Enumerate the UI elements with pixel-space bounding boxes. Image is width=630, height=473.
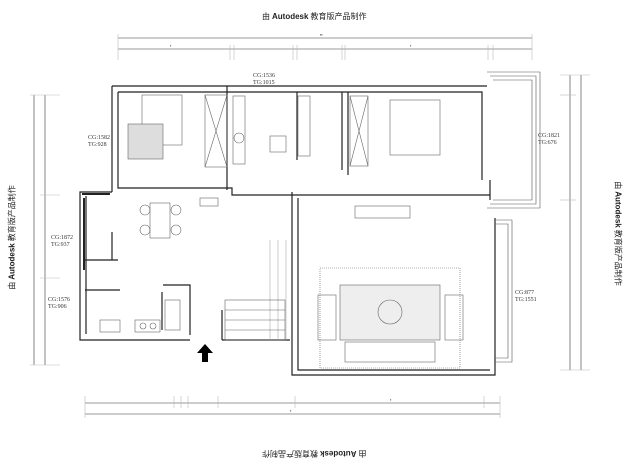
watermark-suffix: 教育版产品制作 [310,12,367,21]
wardrobe [204,94,228,168]
walls [79,85,496,376]
toilet [269,135,287,153]
window-tg: TG:928 [88,142,107,148]
window-cg: CG:1872 [51,235,73,241]
window-cg: CG:1576 [48,297,70,303]
watermark-top: 由 Autodesk 教育版产品制作 [262,11,366,22]
furniture [99,94,464,369]
living-rug [319,267,461,369]
sink [233,132,245,144]
window-cg: CG:1582 [88,135,110,141]
entrance-arrow-icon [197,344,213,362]
watermark-brand: Autodesk [272,12,309,21]
svg-text:▪: ▪ [390,397,392,402]
balcony-rails [82,71,541,363]
armchair-left [317,294,337,341]
coffee-area [339,284,441,341]
dimension-marks: ▪▪▪▪ ▪▪ [170,32,412,413]
tv-cabinet [354,205,411,219]
coffee-table [377,299,403,325]
window-cg: CG:877 [515,290,534,296]
bath-counter [297,95,311,157]
vanity [232,95,246,165]
wardrobe-2 [349,95,369,167]
dimension-lines [30,34,590,418]
window-cg: CG:1821 [538,133,560,139]
sofa [344,341,436,363]
window-labels: CG:1536 TG:1015 CG:1582 TG:928 CG:1872 T… [48,73,560,310]
svg-text:▪: ▪ [410,43,412,48]
bedroom-bed [389,99,441,156]
dining-table [149,202,171,239]
window-tg: TG:937 [51,242,70,248]
window-tg: TG:1551 [515,297,537,303]
window-tg: TG:1015 [253,80,275,86]
armchair-right [444,294,464,341]
window-tg: TG:906 [48,304,67,310]
window-cg: CG:1536 [253,73,275,79]
bed-rug [127,123,164,160]
window-tg: TG:676 [538,140,557,146]
svg-text:▪: ▪ [170,43,172,48]
watermark-prefix: 由 [262,12,270,21]
svg-text:▪▪: ▪▪ [320,32,323,37]
svg-text:▪: ▪ [290,408,292,413]
